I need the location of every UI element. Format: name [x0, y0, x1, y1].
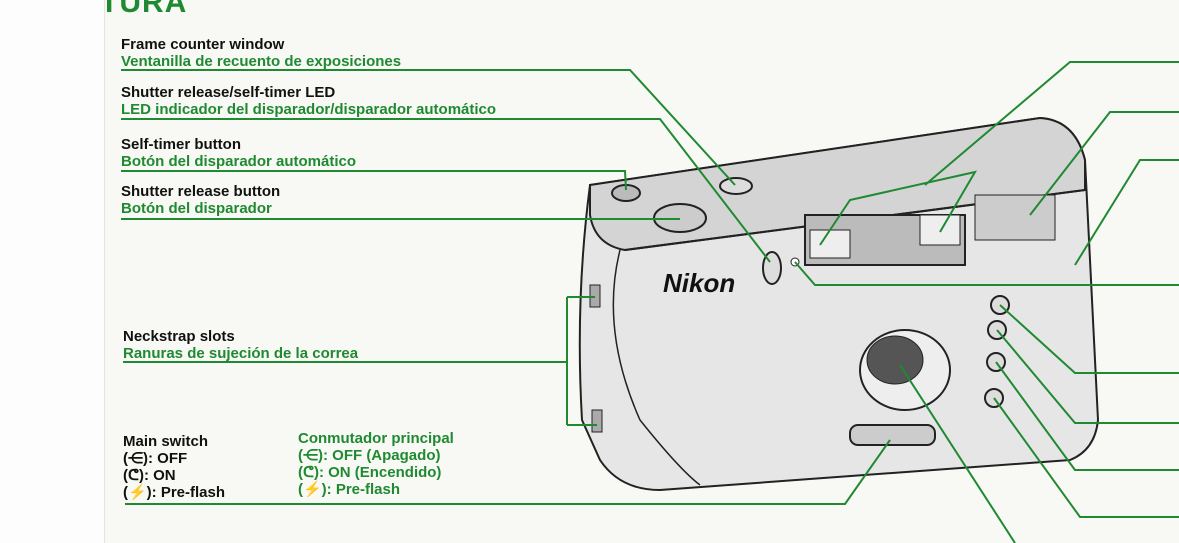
frame-counter-window	[719, 177, 753, 195]
label-frame-counter: Frame counter window Ventanilla de recue…	[121, 36, 401, 70]
label-shutter-led: Shutter release/self-timer LED LED indic…	[121, 84, 496, 118]
nikon-logo: Nikon	[663, 268, 735, 298]
label-en: Shutter release/self-timer LED	[121, 84, 336, 101]
main-switch-preflash: (⚡): Pre-flash	[123, 484, 226, 501]
main-switch-off: (⋲): OFF (Apagado)	[298, 447, 441, 464]
main-switch-en: Main switch (⋲): OFF (ᕦ): ON (⚡): Pre-fl…	[123, 433, 225, 501]
page-margin	[0, 0, 105, 543]
label-en: Neckstrap slots	[123, 328, 235, 345]
main-switch-preflash: (⚡): Pre-flash	[298, 481, 401, 498]
label-es: Botón del disparador	[121, 200, 272, 217]
main-switch-on: (ᕦ): ON	[123, 467, 176, 484]
label-en: Frame counter window	[121, 36, 285, 53]
main-switch-es: Conmutador principal (⋲): OFF (Apagado) …	[298, 430, 454, 498]
main-switch-off: (⋲): OFF	[123, 450, 188, 467]
label-es: LED indicador del disparador/disparador …	[121, 101, 497, 118]
main-switch-title: Main switch	[123, 433, 209, 450]
neckstrap-slot	[591, 409, 603, 433]
label-es: Ventanilla de recuento de exposiciones	[121, 53, 402, 70]
label-es: Ranuras de sujeción de la correa	[123, 345, 359, 362]
label-self-timer-button: Self-timer button Botón del disparador a…	[121, 136, 356, 170]
main-switch-title: Conmutador principal	[298, 430, 454, 447]
label-neckstrap: Neckstrap slots Ranuras de sujeción de l…	[123, 328, 358, 362]
label-shutter-release: Shutter release button Botón del dispara…	[121, 183, 280, 217]
label-es: Botón del disparador automático	[121, 153, 357, 170]
label-en: Self-timer button	[121, 136, 241, 153]
section-heading: TURA	[100, 0, 188, 19]
main-switch-on: (ᕦ): ON (Encendido)	[298, 464, 442, 481]
camera-body	[578, 116, 1100, 492]
flash-window	[974, 194, 1056, 241]
label-en: Shutter release button	[121, 183, 281, 200]
leader-lines	[121, 61, 1179, 543]
main-switch	[849, 424, 936, 446]
